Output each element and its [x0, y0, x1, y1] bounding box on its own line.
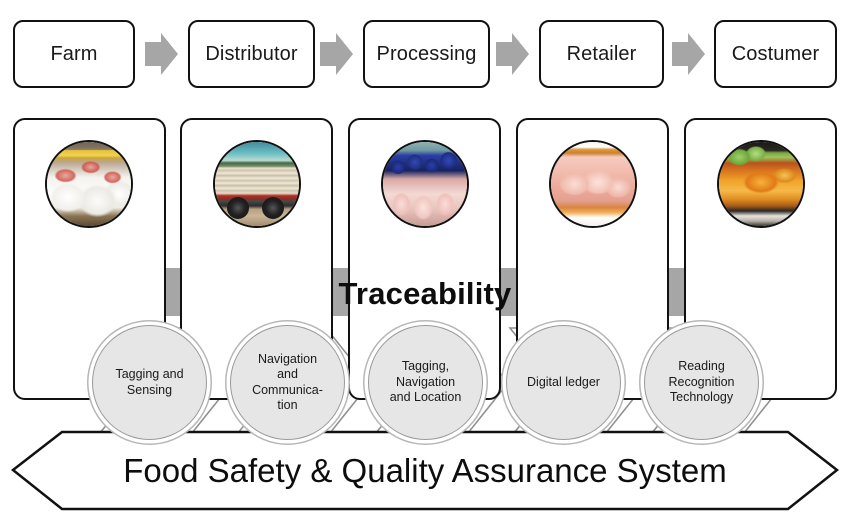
stage-box-distributor[interactable]: Distributor: [188, 20, 315, 88]
technology-circle-digital-ledger[interactable]: Digital ledger: [506, 325, 621, 440]
stage-label: Retailer: [566, 42, 637, 65]
poultry-processing-line-photo: [381, 140, 469, 228]
livestock-transport-truck-photo: [213, 140, 301, 228]
chickens-in-barn-photo: [45, 140, 133, 228]
stage-connector-arrows: [145, 33, 705, 75]
technology-circle-tagging-navigation-location[interactable]: Tagging, Navigation and Location: [368, 325, 483, 440]
roasted-chicken-plate-photo: [717, 140, 805, 228]
stage-label: Distributor: [205, 42, 298, 65]
stage-box-retailer[interactable]: Retailer: [539, 20, 664, 88]
technology-circle-tagging-sensing[interactable]: Tagging and Sensing: [92, 325, 207, 440]
stage-label: Costumer: [731, 42, 820, 65]
right-arrow-icon: [320, 33, 353, 75]
stage-box-farm[interactable]: Farm: [13, 20, 135, 88]
stage-box-processing[interactable]: Processing: [363, 20, 490, 88]
technology-label: Navigation and Communica- tion: [252, 351, 323, 413]
raw-chicken-breast-tray-photo: [549, 140, 637, 228]
stage-label: Processing: [376, 42, 477, 65]
right-arrow-icon: [672, 33, 705, 75]
right-arrow-icon: [496, 33, 529, 75]
stage-box-costumer[interactable]: Costumer: [714, 20, 837, 88]
stage-label: Farm: [50, 42, 98, 65]
technology-label: Tagging and Sensing: [115, 367, 184, 397]
hexagon-banner-icon: [10, 430, 840, 511]
traceability-label: Traceability: [338, 276, 512, 311]
technology-label: Tagging, Navigation and Location: [389, 359, 462, 405]
technology-label: Reading Recognition Technology: [668, 359, 735, 405]
right-arrow-icon: [145, 33, 178, 75]
banner-label: Food Safety & Quality Assurance System: [123, 452, 727, 489]
technology-circle-reading-recognition[interactable]: Reading Recognition Technology: [644, 325, 759, 440]
technology-label: Digital ledger: [527, 374, 600, 389]
technology-circle-navigation-communication[interactable]: Navigation and Communica- tion: [230, 325, 345, 440]
